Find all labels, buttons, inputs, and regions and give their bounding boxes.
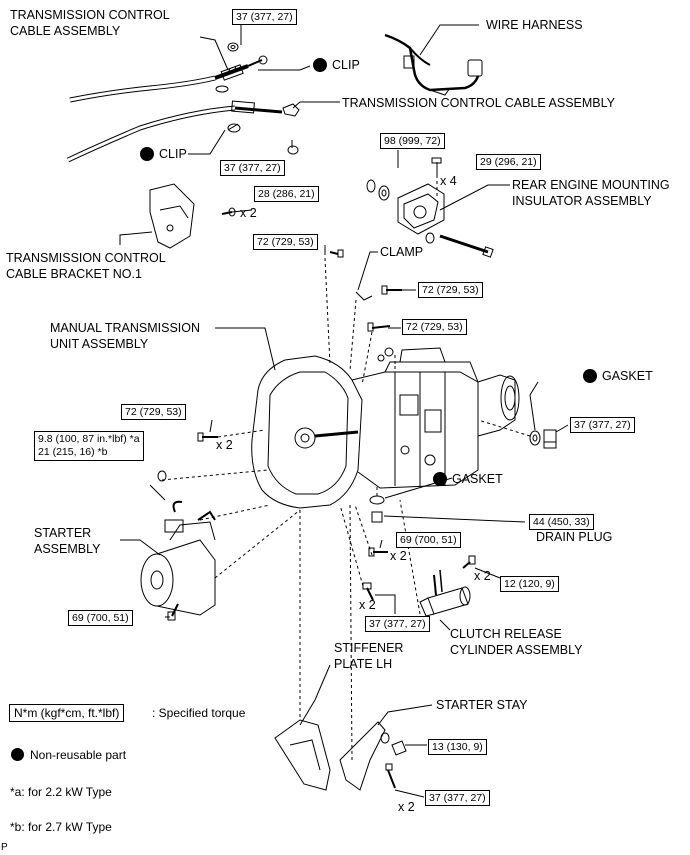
- torque-callout-8: 72 (729, 53): [402, 319, 467, 335]
- torque-callout-12: 44 (450, 33): [529, 514, 594, 530]
- label-mtu-line2: UNIT ASSEMBLY: [50, 337, 149, 351]
- drain-gasket-plug: [529, 429, 557, 449]
- legend-non-reusable-dot-icon: [11, 748, 24, 761]
- label-rear-mount-line1: REAR ENGINE MOUNTING: [512, 178, 670, 192]
- upper-control-cable: [69, 42, 268, 103]
- legend-torque-units: N*m (kgf*cm, ft.*lbf): [9, 704, 125, 722]
- torque-callout-16: 37 (377, 27): [365, 616, 430, 632]
- lower-control-cable: [66, 100, 300, 163]
- alignment-dashes: [161, 257, 531, 761]
- body-bolts: [149, 249, 402, 601]
- torque-callout-15: 69 (700, 51): [68, 610, 133, 626]
- label-clip-2: CLIP: [159, 147, 187, 161]
- label-rear-mount-line2: INSULATOR ASSEMBLY: [512, 194, 652, 208]
- label-clutch-line2: CYLINDER ASSEMBLY: [450, 643, 583, 657]
- transmission-body: [251, 347, 520, 509]
- label-bracket-line2: CABLE BRACKET NO.1: [6, 267, 142, 281]
- figure-code: P: [1, 842, 8, 853]
- label-starter-line2: ASSEMBLY: [34, 542, 101, 556]
- torque-callout-9: 72 (729, 53): [121, 404, 186, 420]
- non-reusable-dot-icon: [313, 58, 327, 72]
- quantity-x4: x 4: [440, 174, 457, 188]
- stiffener-and-stay: [274, 719, 407, 791]
- rear-engine-mount: [366, 157, 494, 258]
- label-mtu-line1: MANUAL TRANSMISSION: [50, 321, 201, 335]
- label-wire-harness: WIRE HARNESS: [486, 18, 583, 32]
- non-reusable-dot-icon: [433, 472, 447, 486]
- cable-bracket: [149, 183, 236, 249]
- torque-callout-4: 29 (296, 21): [476, 154, 541, 170]
- torque-callout-2: 37 (377, 27): [220, 160, 285, 176]
- label-stiffener-line2: PLATE LH: [334, 657, 393, 671]
- non-reusable-dot-icon: [140, 147, 154, 161]
- label-gasket-2: GASKET: [452, 472, 503, 486]
- torque-callout-1: 37 (377, 27): [232, 9, 297, 25]
- torque-callout-13: 69 (700, 51): [396, 532, 461, 548]
- quantity-t16-x2: x 2: [359, 598, 376, 612]
- torque-callout-10-line2: 21 (215, 16) *b: [38, 446, 108, 458]
- non-reusable-dot-icon: [583, 369, 597, 383]
- label-tcca-top-line1: TRANSMISSION CONTROL: [10, 8, 170, 22]
- quantity-bracket-x2: x 2: [240, 206, 257, 220]
- quantity-t14-x2: x 2: [474, 569, 491, 583]
- torque-callout-11: 37 (377, 27): [570, 417, 635, 433]
- legend-note-a: *a: for 2.2 kW Type: [10, 785, 112, 799]
- legend-torque-desc: : Specified torque: [152, 706, 246, 720]
- label-tcca-mid: TRANSMISSION CONTROL CABLE ASSEMBLY: [342, 96, 615, 110]
- starter-motor: [140, 500, 216, 621]
- quantity-t9-x2: x 2: [216, 438, 233, 452]
- label-clutch-line1: CLUTCH RELEASE: [450, 627, 562, 641]
- torque-callout-5: 28 (286, 21): [254, 186, 319, 202]
- label-starter-stay: STARTER STAY: [436, 698, 528, 712]
- label-drain-plug: DRAIN PLUG: [536, 530, 613, 544]
- label-stiffener-line1: STIFFENER: [334, 641, 404, 655]
- wire-harness: [384, 33, 483, 96]
- label-gasket-1: GASKET: [602, 369, 653, 383]
- label-clip-1: CLIP: [332, 58, 360, 72]
- torque-callout-10: 9.8 (100, 87 in.*lbf) *a 21 (215, 16) *b: [34, 431, 144, 461]
- torque-callout-10-line1: 9.8 (100, 87 in.*lbf) *a: [38, 433, 140, 445]
- label-clamp: CLAMP: [380, 245, 424, 259]
- torque-callout-17: 13 (130, 9): [428, 739, 487, 755]
- label-bracket-line1: TRANSMISSION CONTROL: [6, 251, 166, 265]
- quantity-t18-x2: x 2: [398, 800, 415, 814]
- label-tcca-top-line2: CABLE ASSEMBLY: [10, 24, 121, 38]
- label-starter-line1: STARTER: [34, 526, 92, 540]
- clutch-release-cylinder: [419, 555, 476, 617]
- torque-callout-18: 37 (377, 27): [425, 790, 490, 806]
- leader-lines: [119, 24, 569, 798]
- torque-callout-6: 72 (729, 53): [253, 234, 318, 250]
- torque-callout-14: 12 (120, 9): [500, 576, 559, 592]
- torque-callout-3: 98 (999, 72): [380, 133, 445, 149]
- torque-callout-7: 72 (729, 53): [418, 282, 483, 298]
- legend-non-reusable: Non-reusable part: [30, 748, 127, 762]
- quantity-t13-x2: x 2: [390, 549, 407, 563]
- legend-note-b: *b: for 2.7 kW Type: [10, 820, 112, 834]
